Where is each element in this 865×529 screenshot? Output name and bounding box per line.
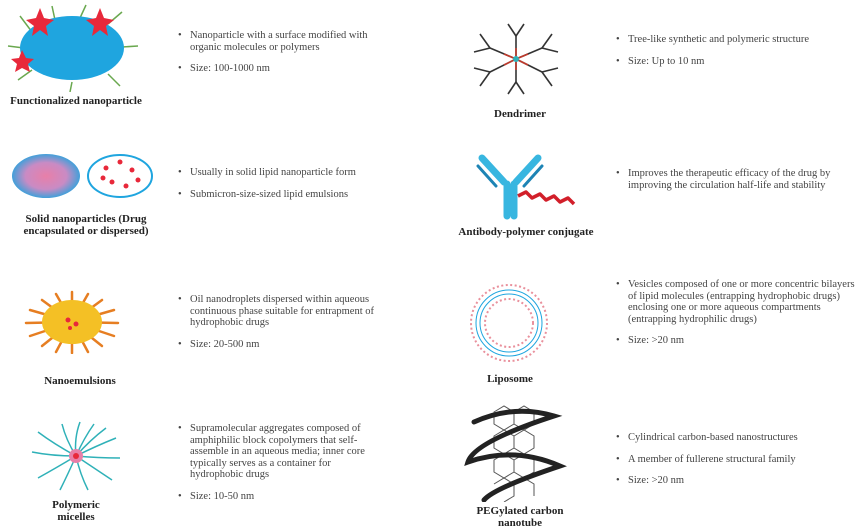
dendrimer-icon (466, 20, 566, 98)
bullet-text: Usually in solid lipid nanoparticle form (176, 167, 381, 179)
antibody-polymer-conjugate-label: Antibody-polymer conjugate (456, 226, 596, 238)
bullet-text: Improves the therapeutic efficacy of the… (614, 168, 859, 191)
nanoemulsions-bullets: Oil nanodroplets dispersed within aqueou… (176, 294, 381, 360)
polymeric-micelles-bullets: Supramolecular aggregates composed of am… (176, 423, 381, 512)
bullet-text: Cylindrical carbon-based nanostructures (614, 432, 859, 444)
bullet-text: Size: 20-500 nm (176, 339, 381, 351)
liposome-bullets: Vesicles composed of one or more concent… (614, 279, 859, 357)
bullet-text: Size: 100-1000 nm (176, 63, 381, 75)
bullet-text: Size: >20 nm (614, 335, 859, 347)
dendrimer-bullets: Tree-like synthetic and polymeric struct… (614, 34, 859, 77)
bullet-text: Submicron-size-sized lipid emulsions (176, 189, 381, 201)
bullet-text: Supramolecular aggregates composed of am… (176, 423, 381, 481)
bullet-text: Size: >20 nm (614, 475, 859, 487)
nanoemulsions-label: Nanoemulsions (10, 375, 150, 387)
bullet-text: Size: Up to 10 nm (614, 56, 859, 68)
pegylated-carbon-nanotube-bullets: Cylindrical carbon-based nanostructures … (614, 432, 859, 497)
functionalized-nanoparticle-bullets: Nanoparticle with a surface modified wit… (176, 30, 381, 85)
solid-nanoparticles-label: Solid nanoparticles (Drug encapsulated o… (6, 213, 166, 237)
bullet-text: A member of fullerene structural family (614, 454, 859, 466)
antibody-polymer-conjugate-icon (476, 152, 586, 220)
bullet-text: Tree-like synthetic and polymeric struct… (614, 34, 859, 46)
carbon-nanotube-icon (454, 402, 574, 502)
solid-nanoparticle-icon (8, 152, 158, 200)
bullet-text: Oil nanodroplets dispersed within aqueou… (176, 294, 381, 329)
dendrimer-label: Dendrimer (470, 108, 570, 120)
liposome-label: Liposome (470, 373, 550, 385)
pegylated-carbon-nanotube-label: PEGylated carbon nanotube (460, 505, 580, 529)
functionalized-nanoparticle-label: Functionalized nanoparticle (6, 95, 146, 107)
polymeric-micelle-icon (28, 420, 124, 492)
polymeric-micelles-label: Polymeric micelles (36, 499, 116, 523)
nanoemulsion-icon (20, 290, 124, 354)
bullet-text: Size: 10-50 nm (176, 491, 381, 503)
bullet-text: Vesicles composed of one or more concent… (614, 279, 859, 325)
solid-nanoparticles-bullets: Usually in solid lipid nanoparticle form… (176, 167, 381, 210)
functionalized-nanoparticle-icon (0, 2, 150, 92)
liposome-icon (466, 280, 552, 366)
antibody-polymer-conjugate-bullets: Improves the therapeutic efficacy of the… (614, 168, 859, 201)
bullet-text: Nanoparticle with a surface modified wit… (176, 30, 381, 53)
